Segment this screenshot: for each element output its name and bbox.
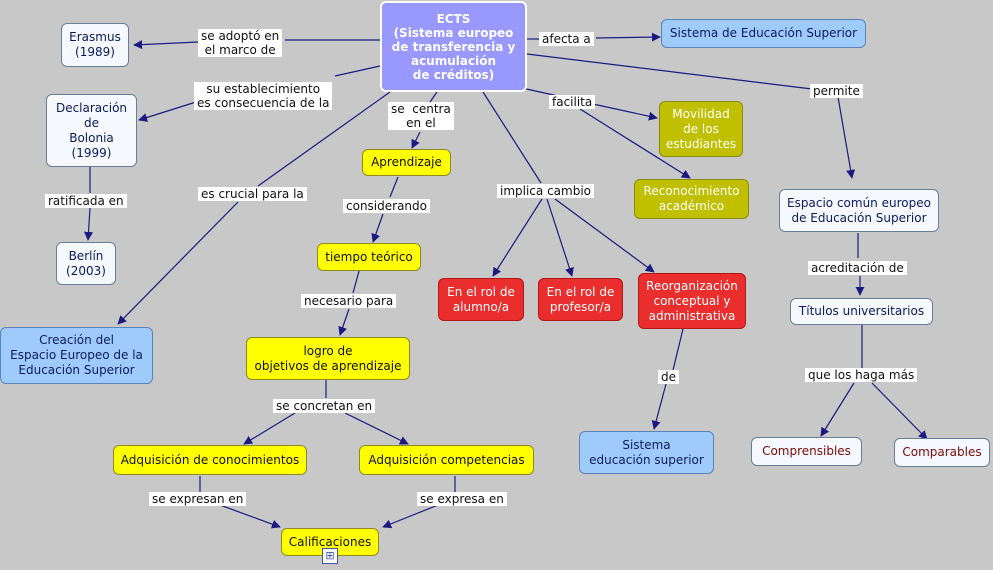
label-considerando: considerando [343,199,430,213]
submap-icon[interactable]: ⊞ [322,548,338,564]
label-adopto: se adoptó en el marco de [198,29,283,57]
node-berlin[interactable]: Berlín (2003) [56,242,116,285]
node-comparables[interactable]: Comparables [894,438,990,467]
node-movilidad[interactable]: Movilidad de los estudiantes [659,101,743,157]
link-expresa-calificaciones [382,504,439,529]
node-adquisicion-competencias[interactable]: Adquisición competencias [359,445,534,475]
node-rol-profesor[interactable]: En el rol de profesor/a [538,278,623,321]
label-necesario: necesario para [301,294,397,308]
link-ects-establecimiento [334,65,381,77]
link-permite-espacio [837,96,856,179]
link-reorganizacion-de [672,328,684,371]
label-centra: se centra en el [388,102,454,130]
node-sistema-educacion[interactable]: Sistema educación superior [579,431,714,474]
link-expresan-calificaciones [219,504,281,529]
node-ects[interactable]: ECTS (Sistema europeo de transferencia y… [380,1,527,92]
label-establecimiento: su establecimiento es consecuencia de la [194,82,333,110]
link-ratificada-berlin [84,207,93,241]
link-ects-implica [482,91,542,184]
node-espacio[interactable]: Espacio común europeo de Educación Super… [779,189,939,232]
link-adopto-erasmus [133,40,199,50]
label-concretan: se concretan en [273,399,376,413]
node-logro[interactable]: logro de objetivos de aprendizaje [246,337,410,380]
link-crucial-creacion [117,201,239,325]
link-implica-alumno [492,198,543,277]
link-ects-centra [429,91,438,103]
node-rol-alumno[interactable]: En el rol de alumno/a [438,278,524,321]
label-de: de [658,370,679,384]
label-afecta: afecta a [539,32,594,46]
link-centra-aprendizaje [411,131,421,149]
link-implica-profesor [546,198,574,277]
link-quelos-comparables [871,382,928,440]
link-necesario-logro [338,308,350,336]
node-titulos[interactable]: Títulos universitarios [790,298,933,325]
link-aprendizaje-considerando [389,176,399,198]
link-de-sistema [651,383,667,430]
node-reorganizacion[interactable]: Reorganización conceptual y administrati… [638,273,746,329]
node-erasmus[interactable]: Erasmus (1989) [61,23,129,67]
label-crucial: es crucial para la [198,187,307,201]
link-concretan-adqcomp [344,412,409,445]
link-establecimiento-declaracion [138,101,197,122]
label-acreditacion: acreditación de [808,261,907,275]
link-facilita-movilidad [592,103,658,121]
link-ects-facilita [521,87,559,97]
label-expresan: se expresan en [149,492,247,506]
label-implica: implica cambio [497,184,595,198]
node-creacion[interactable]: Creación del Espacio Europeo de la Educa… [0,327,153,384]
node-sistema-educacion-superior[interactable]: Sistema de Educación Superior [661,19,866,48]
label-expresa: se expresa en [417,492,507,506]
link-facilita-reconocimiento [579,108,691,179]
label-permite: permite [810,84,863,98]
node-declaracion[interactable]: Declaración de Bolonia (1999) [46,94,137,167]
label-facilita: facilita [549,95,596,109]
node-comprensibles[interactable]: Comprensibles [751,437,862,466]
link-quelos-comprensibles [820,382,855,437]
link-tiempo-necesario [352,270,360,294]
node-tiempo-teorico[interactable]: tiempo teórico [317,243,421,271]
label-que-los: que los haga más [805,368,918,382]
link-ects-permite [526,53,813,90]
link-afecta-sistema [595,32,661,42]
link-implica-reorganizacion [554,198,655,273]
link-considerando-tiempo [371,213,384,243]
link-concretan-adqcon [243,412,296,445]
node-aprendizaje[interactable]: Aprendizaje [362,149,451,176]
label-ratificada: ratificada en [45,194,127,208]
node-adquisicion-conocimientos[interactable]: Adquisición de conocimientos [113,445,307,475]
node-reconocimiento[interactable]: Reconocimiento académico [634,179,749,219]
link-ects-crucial [257,91,391,187]
